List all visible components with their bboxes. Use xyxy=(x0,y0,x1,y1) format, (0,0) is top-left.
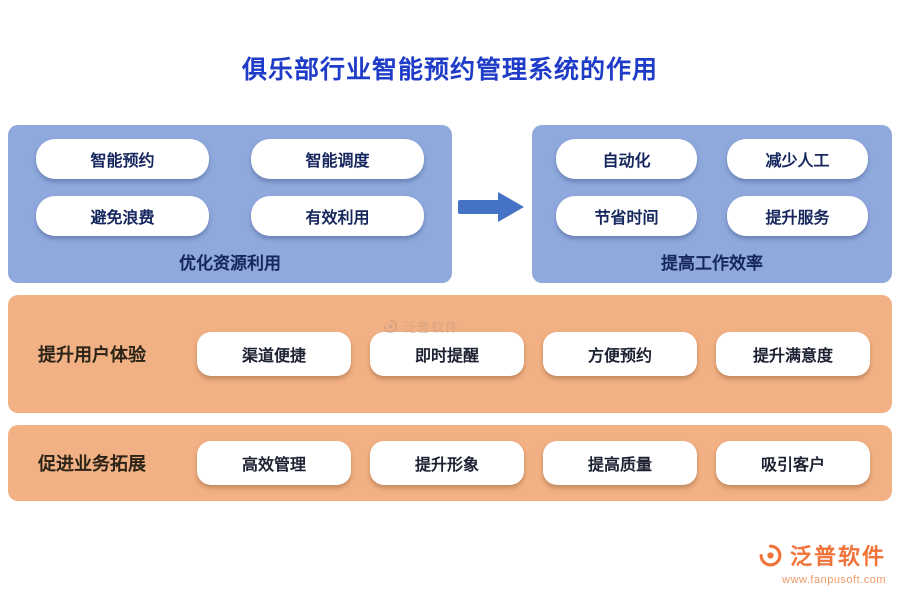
work-efficiency-group: 自动化 减少人工 节省时间 提升服务 提高工作效率 xyxy=(532,125,892,283)
label-business-expansion: 促进业务拓展 xyxy=(38,454,146,474)
row-business-expansion: 促进业务拓展 高效管理 提升形象 提高质量 吸引客户 xyxy=(8,425,892,501)
brand-url: www.fanpusoft.com xyxy=(782,574,886,586)
pill-effective-use: 有效利用 xyxy=(251,196,424,236)
pill-automation: 自动化 xyxy=(556,139,697,179)
pill-reduce-labor: 减少人工 xyxy=(727,139,868,179)
pill-improve-image: 提升形象 xyxy=(370,441,524,485)
resource-optimization-group: 智能预约 智能调度 避免浪费 有效利用 优化资源利用 xyxy=(8,125,452,283)
pill-avoid-waste: 避免浪费 xyxy=(36,196,209,236)
arrow-head xyxy=(498,192,524,222)
label-improve-efficiency: 提高工作效率 xyxy=(661,254,763,273)
page-title: 俱乐部行业智能预约管理系统的作用 xyxy=(241,56,658,84)
arrow-body xyxy=(458,200,500,214)
pill-improve-satisfaction: 提升满意度 xyxy=(716,332,870,376)
row-user-experience: 提升用户体验 渠道便捷 即时提醒 方便预约 提升满意度 xyxy=(8,295,892,413)
pill-convenient-channels: 渠道便捷 xyxy=(197,332,351,376)
brand-name: 泛普软件 xyxy=(789,544,886,569)
efficiency-pill-grid: 自动化 减少人工 节省时间 提升服务 xyxy=(532,125,892,236)
label-user-experience: 提升用户体验 xyxy=(38,345,146,365)
pill-attract-customers: 吸引客户 xyxy=(716,441,870,485)
brand-spiral-icon xyxy=(759,544,782,566)
label-optimize-resources: 优化资源利用 xyxy=(179,254,281,273)
pill-instant-reminder: 即时提醒 xyxy=(370,332,524,376)
pill-smart-scheduling: 智能调度 xyxy=(251,139,424,179)
pill-save-time: 节省时间 xyxy=(556,196,697,236)
pill-easy-booking: 方便预约 xyxy=(543,332,697,376)
brand-logo: 泛普软件 www.fanpusoft.com xyxy=(758,539,886,586)
pill-smart-booking: 智能预约 xyxy=(36,139,209,179)
resource-pill-grid: 智能预约 智能调度 避免浪费 有效利用 xyxy=(8,125,452,236)
right-arrow-icon xyxy=(458,192,524,222)
brand-line: 泛普软件 xyxy=(758,539,886,571)
pill-efficient-management: 高效管理 xyxy=(197,441,351,485)
pill-improve-service: 提升服务 xyxy=(727,196,868,236)
pill-improve-quality: 提高质量 xyxy=(543,441,697,485)
